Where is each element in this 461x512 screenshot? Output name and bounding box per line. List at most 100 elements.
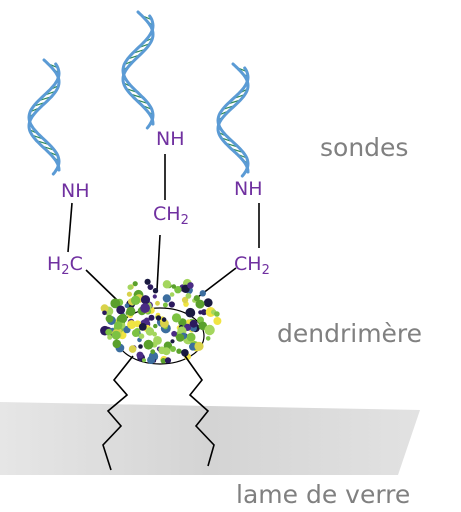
dendrimer-atom <box>116 305 126 315</box>
dendrimer-atom <box>132 281 138 287</box>
dendrimer-atom <box>158 347 163 352</box>
ch2-center-sub: 2 <box>180 213 189 228</box>
dendrimer-atom <box>100 304 109 313</box>
ch2-group-right: CH2 <box>234 253 270 278</box>
dendrimer-atom <box>162 302 168 308</box>
dendrimer-atom <box>170 339 175 344</box>
dendrimer-atom <box>155 315 162 321</box>
dendrimer-atom <box>136 351 144 359</box>
dna-probe-left <box>27 58 61 176</box>
ch2-right-text: CH <box>234 253 262 275</box>
dendrimer-atom <box>189 319 198 328</box>
dendrimer-atom <box>152 288 159 294</box>
dendrimer-atom <box>118 313 128 323</box>
dendrimer-atom <box>200 309 208 316</box>
dendrimer-molecule <box>100 278 222 365</box>
dendrimer-atom <box>144 278 151 285</box>
nh-group-right: NH <box>234 180 263 199</box>
label-glass-slide: lame de verre <box>236 480 411 509</box>
dendrimer-atom <box>214 311 220 317</box>
nh-group-center: NH <box>156 130 185 149</box>
dendrimer-atom <box>143 339 154 350</box>
dendrimer-atom <box>181 296 189 304</box>
dendrimer-atom <box>126 306 136 316</box>
dendrimer-atom <box>171 330 178 337</box>
dendrimer-atom <box>161 317 167 322</box>
nh-group-left: NH <box>61 182 90 201</box>
h2c-left-sub: 2 <box>61 263 70 278</box>
dendrimer-atom <box>203 298 213 308</box>
dna-backbone <box>121 10 155 126</box>
dendrimer-atom <box>152 331 158 337</box>
dendrimer-atom <box>169 292 175 297</box>
dendrimer-atom <box>170 346 176 352</box>
dendrimer-atom <box>162 280 172 289</box>
dendrimer-atom <box>204 324 215 336</box>
dna-probe-center <box>121 10 155 130</box>
dendrimer-atom <box>130 295 141 305</box>
dendrimer-atom <box>162 347 171 356</box>
dendrimer-atom <box>138 344 143 349</box>
dendrimer-atom <box>199 290 206 297</box>
h2c-left-c: C <box>69 253 83 275</box>
nh-left-text: NH <box>61 180 90 202</box>
nh-center-text: NH <box>156 128 185 150</box>
dendrimer-atom <box>131 329 140 337</box>
dendrimer-atom <box>205 336 211 341</box>
dendrimer-atom <box>114 321 123 330</box>
dendrimer-atom <box>186 332 196 342</box>
dna-backbone <box>27 58 61 172</box>
dendrimer-atom <box>140 295 151 305</box>
dendrimer-atom <box>107 334 113 340</box>
dendrimer-atom <box>127 320 137 330</box>
dendrimer-atom <box>194 341 204 351</box>
linker-bonds <box>67 154 260 301</box>
nh-right-text: NH <box>234 178 263 200</box>
dendrimer-atom <box>153 323 158 329</box>
dendrimer-atom <box>176 333 185 342</box>
dendrimer-atom <box>193 295 200 302</box>
dendrimer-atom <box>126 291 132 297</box>
dna-backbone <box>216 66 250 178</box>
dendrimer-atom <box>171 313 182 323</box>
dendrimer-atom <box>110 298 121 309</box>
dendrimer-atom <box>162 294 171 303</box>
dendrimer-atom <box>127 284 133 290</box>
h2c-left-h: H <box>47 253 62 275</box>
dendrimer-atom <box>176 348 182 354</box>
dendrimer-atom <box>124 303 130 309</box>
dendrimer-atom <box>142 358 146 363</box>
dendrimer-atom <box>147 356 156 364</box>
dendrimer-atom <box>111 330 121 340</box>
alkyl-chains <box>102 355 215 471</box>
dendrimer-atom <box>105 328 113 336</box>
glass-slide <box>0 402 420 475</box>
dendrimer-atom <box>168 301 175 308</box>
dendrimer-atom <box>195 299 205 309</box>
dna-backbone <box>216 62 250 174</box>
dendrimer-atom <box>174 286 182 294</box>
dendrimer-atom <box>185 307 196 318</box>
dendrimer-atom <box>150 349 156 355</box>
ch2-center-text: CH <box>153 203 181 225</box>
dna-probe-right <box>216 62 250 178</box>
dendrimer-atom <box>181 349 189 357</box>
dendrimer-atom <box>145 327 155 336</box>
dendrimer-atom <box>138 333 145 340</box>
dendrimer-atom <box>128 345 137 353</box>
ch2-right-sub: 2 <box>261 263 270 278</box>
dendrimer-atom <box>155 300 160 306</box>
label-dendrimer: dendrimère <box>277 319 423 348</box>
dendrimer-atom <box>160 358 167 364</box>
label-probes: sondes <box>320 133 409 162</box>
dendrimer-atom <box>152 294 157 299</box>
dendrimer-atom <box>171 284 177 289</box>
dendrimer-atom <box>187 282 194 289</box>
dendrimer-atom <box>213 317 222 325</box>
dna-backbone <box>121 14 155 130</box>
dendrimer-atom <box>147 284 154 290</box>
h2c-group-left: H2C <box>47 253 83 278</box>
dendrimer-atom <box>185 293 192 299</box>
dendrimer-atom <box>140 303 151 313</box>
